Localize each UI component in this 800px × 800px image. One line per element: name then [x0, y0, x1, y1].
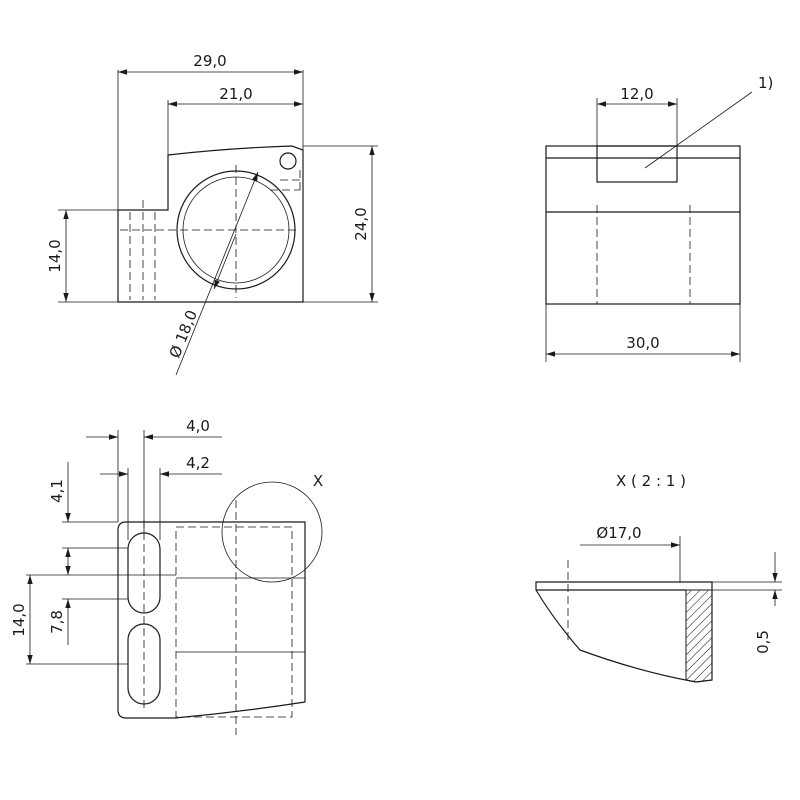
dim-24: 24,0	[352, 207, 370, 240]
label-area	[596, 145, 678, 183]
detail-marker: X	[313, 472, 323, 490]
small-hole	[279, 152, 297, 170]
dim-7-8: 7,8	[48, 610, 66, 634]
detail-title: X ( 2 : 1 )	[616, 472, 686, 490]
top-view: 4,0 4,2 4,1 7,8 14,0 X	[10, 417, 323, 735]
dim-29: 29,0	[193, 52, 226, 70]
dim-4-0: 4,0	[186, 417, 210, 435]
dim-0-5: 0,5	[754, 630, 772, 654]
dim-dia-18: Ø 18,0	[166, 308, 201, 361]
dim-12: 12,0	[620, 85, 653, 103]
dim-30: 30,0	[626, 334, 659, 352]
note-ref: 1)	[758, 74, 773, 92]
dim-4-2: 4,2	[186, 454, 210, 472]
dim-4-1: 4,1	[48, 479, 66, 503]
dim-21: 21,0	[219, 85, 252, 103]
hatched-wall	[685, 589, 713, 683]
top-view-outline	[117, 521, 306, 719]
front-view: 29,0 21,0 24,0 14,0 Ø 18,0	[46, 52, 378, 376]
detail-x-circle	[221, 481, 323, 583]
side-view-outline	[545, 145, 741, 305]
side-view: 12,0 1) 30,0	[545, 74, 773, 362]
dim-14-front: 14,0	[46, 239, 64, 272]
detail-view: X ( 2 : 1 ) Ø17,0 0,5	[535, 472, 782, 683]
front-view-outline	[117, 145, 304, 303]
dim-dia-17: Ø17,0	[596, 524, 641, 542]
dim-14-top: 14,0	[10, 603, 28, 636]
